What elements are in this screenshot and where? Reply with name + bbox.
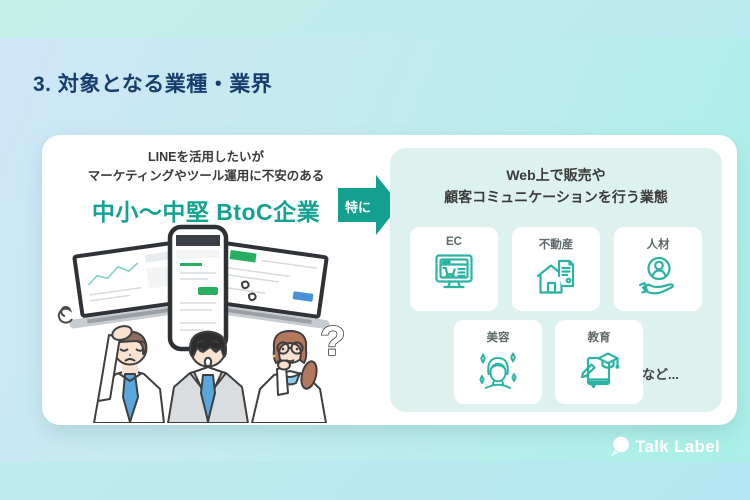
target-industries-panel: Web上で販売や 顧客コミュニケーションを行う業態 EC bbox=[390, 148, 722, 412]
tile-label: 人材 bbox=[646, 239, 670, 251]
person-in-hand-icon bbox=[638, 256, 674, 295]
worried-man-left bbox=[93, 325, 165, 423]
problem-headline: 中小〜中堅 BtoC企業 bbox=[91, 199, 321, 225]
confusion-swirl-icon bbox=[57, 306, 73, 324]
emphasis-arrow: 特に bbox=[338, 173, 402, 237]
ec-monitor-cart-icon bbox=[435, 254, 473, 289]
tile-label: 不動産 bbox=[538, 239, 574, 251]
worried-team-illustration: ? bbox=[56, 223, 364, 423]
tile-label: 美容 bbox=[486, 332, 510, 344]
industry-tile-ec: EC bbox=[410, 227, 498, 311]
industry-tile-real-estate: 不動産 bbox=[512, 227, 600, 311]
page-title: 3. 対象となる業種・業界 bbox=[33, 73, 273, 96]
book-graduation-cap-icon bbox=[580, 352, 620, 389]
industry-tile-beauty: 美容 bbox=[454, 320, 542, 404]
industry-tile-hr: 人材 bbox=[614, 227, 702, 311]
slide-background: 3. 対象となる業種・業界 LINEを活用したいが マーケティングやツール運用に… bbox=[0, 38, 750, 462]
talk-label-logo: Talk Label bbox=[610, 436, 720, 457]
thinking-woman-right bbox=[251, 330, 327, 423]
chat-bubble-icon bbox=[611, 436, 629, 456]
panel-heading-line-2: 顧客コミュニケーションを行う業態 bbox=[444, 189, 668, 205]
industry-tile-education: 教育 bbox=[555, 320, 643, 404]
arrow-label: 特に bbox=[344, 200, 371, 215]
right-laptop-icon bbox=[202, 241, 330, 329]
logo-text: Talk Label bbox=[635, 436, 720, 456]
panel-heading-line-1: Web上で販売や bbox=[506, 167, 606, 183]
right-arrow-icon bbox=[338, 175, 400, 235]
tile-label: 教育 bbox=[587, 332, 611, 344]
left-laptop-icon bbox=[69, 240, 197, 329]
panel-heading: Web上で販売や 顧客コミュニケーションを行う業態 bbox=[390, 164, 722, 208]
question-mark: ? bbox=[320, 317, 346, 364]
smartphone-icon bbox=[167, 224, 229, 352]
main-card: LINEを活用したいが マーケティングやツール運用に不安のある 中小〜中堅 Bt… bbox=[42, 135, 737, 425]
surprised-man-center bbox=[167, 330, 249, 423]
problem-line-1: LINEを活用したいが bbox=[148, 150, 264, 164]
etc-label: など... bbox=[642, 367, 679, 382]
problem-block: LINEを活用したいが マーケティングやツール運用に不安のある 中小〜中堅 Bt… bbox=[50, 148, 362, 227]
tile-label: EC bbox=[446, 236, 462, 248]
problem-line-2: マーケティングやツール運用に不安のある bbox=[87, 169, 325, 183]
beauty-face-sparkles-icon bbox=[479, 352, 517, 389]
sweat-drops-icon bbox=[240, 280, 257, 302]
house-document-icon bbox=[536, 259, 575, 294]
